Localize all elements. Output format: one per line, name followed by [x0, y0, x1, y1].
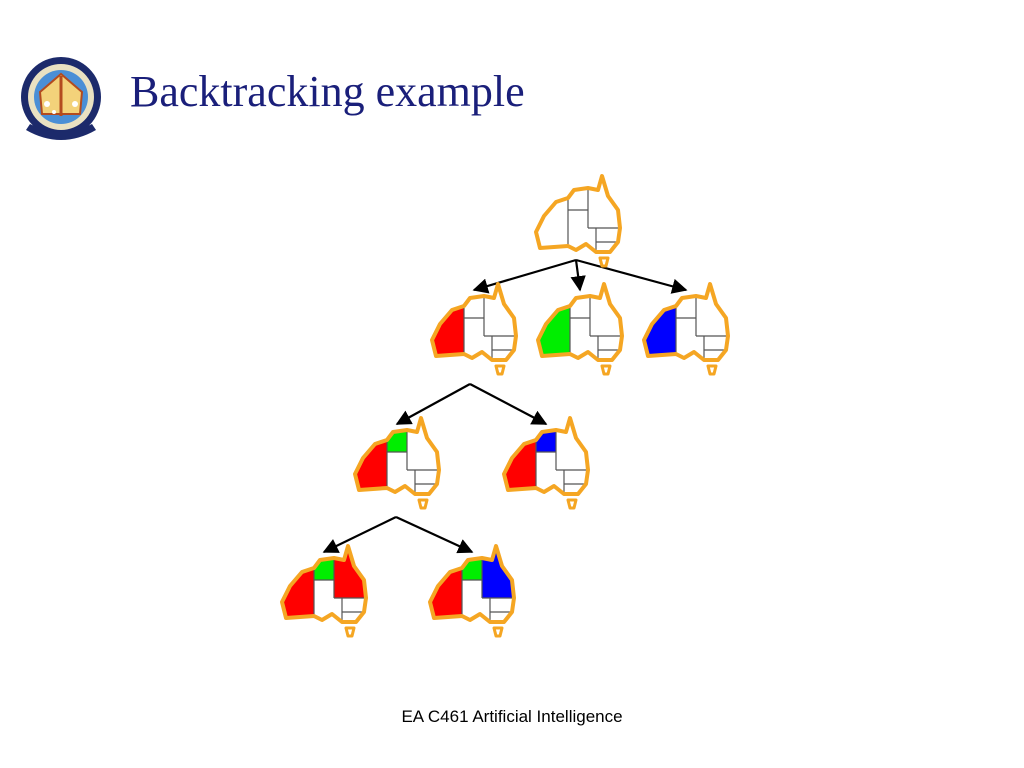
region-v-wa-red-nt-blue [564, 484, 586, 494]
region-nsw-wa-red [492, 336, 516, 350]
map-node-wa-green [536, 282, 624, 376]
region-q-wa-red-nt-green [407, 418, 439, 470]
region-v-wa-red-nt-green-q-red [342, 612, 364, 622]
region-nsw-wa-red-nt-blue [564, 470, 588, 484]
region-v-wa-blue [704, 350, 726, 360]
map-node-root [534, 174, 622, 268]
region-q-wa-green [590, 284, 622, 336]
region-sa-wa-green [570, 318, 598, 360]
region-q-wa-red-nt-green-q-red [334, 546, 366, 598]
tree-edge-root-to-wa-blue [575, 258, 688, 294]
region-v-wa-red [492, 350, 514, 360]
tree-edge-wa-red-nt-green-to-wa-red-nt-green-q-blue [395, 516, 474, 554]
region-sa-wa-red [464, 318, 492, 360]
region-sa-wa-red-nt-green-q-red [314, 580, 342, 622]
region-wa-wa-red-nt-green-q-blue [430, 568, 462, 618]
region-sa-wa-red-nt-green [387, 452, 415, 494]
institute-logo [21, 57, 101, 140]
tree-edge-wa-red-nt-green-to-wa-red-nt-green-q-red [322, 516, 397, 553]
region-v-root [596, 242, 618, 252]
region-v-wa-red-nt-green [415, 484, 437, 494]
region-wa-wa-red [432, 306, 464, 356]
map-node-wa-red-nt-green-q-blue [428, 544, 516, 638]
tree-edge-root-to-wa-red [472, 258, 577, 294]
region-v-wa-red-nt-green-q-blue [490, 612, 512, 622]
region-q-root [588, 176, 620, 228]
map-node-wa-blue [642, 282, 730, 376]
region-sa-wa-red-nt-green-q-blue [462, 580, 490, 622]
region-nsw-wa-red-nt-green [415, 470, 439, 484]
region-sa-wa-blue [676, 318, 704, 360]
slide-footer: EA C461 Artificial Intelligence [401, 707, 623, 726]
region-wa-root [536, 198, 568, 248]
region-nsw-wa-red-nt-green-q-blue [490, 598, 514, 612]
region-q-wa-red-nt-blue [556, 418, 588, 470]
region-nsw-wa-green [598, 336, 622, 350]
region-q-wa-red-nt-green-q-blue [482, 546, 514, 598]
slide-title: Backtracking example [130, 67, 525, 116]
tree-edge-wa-red-to-wa-red-nt-blue [469, 383, 548, 425]
tree-edge-root-to-wa-green [570, 259, 586, 292]
region-wa-wa-red-nt-blue [504, 440, 536, 490]
region-wa-wa-red-nt-green [355, 440, 387, 490]
region-nsw-root [596, 228, 620, 242]
region-nsw-wa-red-nt-green-q-red [342, 598, 366, 612]
region-wa-wa-green [538, 306, 570, 356]
region-sa-root [568, 210, 596, 252]
map-node-wa-red-nt-blue [502, 416, 590, 510]
region-v-wa-green [598, 350, 620, 360]
region-wa-wa-red-nt-green-q-red [282, 568, 314, 618]
region-sa-wa-red-nt-blue [536, 452, 564, 494]
map-node-wa-red-nt-green [353, 416, 441, 510]
region-q-wa-red [484, 284, 516, 336]
tree-edge-wa-red-to-wa-red-nt-green [395, 383, 471, 425]
map-node-wa-red [430, 282, 518, 376]
region-nsw-wa-blue [704, 336, 728, 350]
region-q-wa-blue [696, 284, 728, 336]
map-node-wa-red-nt-green-q-red [280, 544, 368, 638]
region-wa-wa-blue [644, 306, 676, 356]
